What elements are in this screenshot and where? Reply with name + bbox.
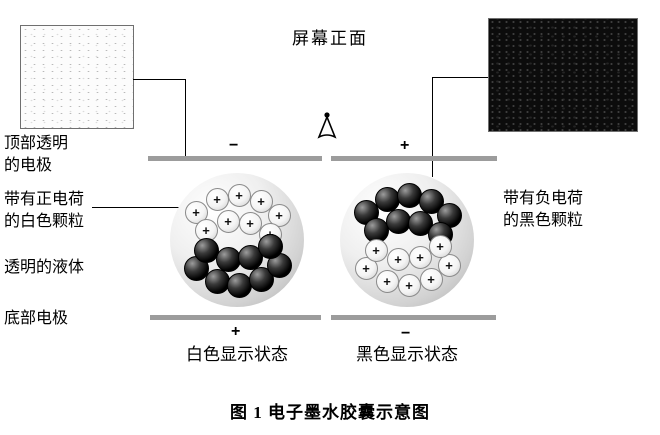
top-electrode-bar-left: [148, 156, 322, 161]
white-display-state-label: 白色显示状态: [186, 345, 288, 364]
black-particle: [374, 186, 400, 212]
white-particle: +: [386, 247, 410, 271]
white-particle: +: [184, 200, 208, 224]
connector-line-black-inset-h: [432, 77, 488, 78]
left-capsule-bottom-sign: +: [231, 323, 241, 340]
black-particles-closeup-image: [488, 18, 638, 132]
white-display-capsule: +++++++++: [170, 173, 304, 307]
connector-line-white-inset-h: [133, 79, 185, 80]
black-particle: [385, 208, 411, 234]
right-capsule-bottom-sign: −: [401, 325, 411, 342]
top-electrode-bar-right: [331, 156, 497, 161]
white-particle: +: [227, 183, 251, 207]
black-particle: [183, 255, 209, 281]
white-particle: +: [419, 267, 443, 291]
label-top-electrode: 顶部透明 的电极: [4, 135, 69, 175]
white-particle: +: [249, 189, 273, 213]
black-particle: [226, 272, 252, 298]
viewer-eye-icon: [317, 112, 337, 139]
black-particle: [237, 244, 263, 270]
white-particle: +: [238, 211, 262, 235]
white-particle: +: [205, 187, 229, 211]
black-display-capsule: +++++++++: [340, 173, 474, 307]
label-transparent-liquid: 透明的液体: [4, 259, 85, 276]
screen-front-label: 屏幕正面: [292, 29, 368, 48]
white-particle: +: [437, 253, 461, 277]
white-particle: +: [354, 256, 378, 280]
black-display-state-label: 黑色显示状态: [356, 345, 458, 364]
black-particle: [363, 217, 389, 243]
black-particle: [266, 252, 292, 278]
white-particle: +: [375, 269, 399, 293]
white-particle: +: [216, 209, 240, 233]
label-negative-black-particles: 带有负电荷 的黑色颗粒: [503, 190, 584, 230]
connector-line-black-inset-v: [432, 77, 433, 177]
black-particle: [215, 246, 241, 272]
black-particle: [257, 233, 283, 259]
white-particle: +: [408, 245, 432, 269]
label-bottom-electrode: 底部电极: [4, 310, 69, 327]
black-particle: [396, 182, 422, 208]
connector-line-white-inset-v: [185, 79, 186, 161]
white-particle: +: [428, 234, 452, 258]
white-particle: +: [397, 273, 421, 297]
left-capsule-top-sign: −: [229, 137, 239, 154]
connector-line-white-particles: [92, 207, 198, 208]
bottom-electrode-bar-left: [150, 315, 321, 320]
label-positive-white-particles: 带有正电荷 的白色颗粒: [4, 191, 85, 231]
right-capsule-top-sign: +: [400, 137, 410, 154]
white-particles-closeup-image: [20, 25, 134, 129]
figure-caption: 图 1 电子墨水胶囊示意图: [230, 403, 430, 422]
black-particle: [193, 237, 219, 263]
bottom-electrode-bar-right: [331, 315, 496, 320]
black-particle: [204, 268, 230, 294]
white-particle: +: [364, 238, 388, 262]
